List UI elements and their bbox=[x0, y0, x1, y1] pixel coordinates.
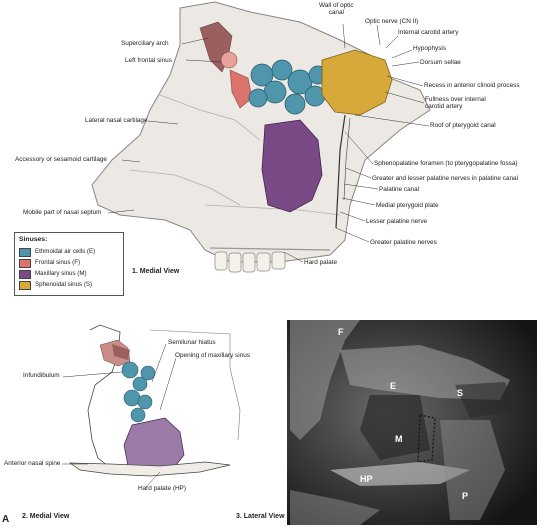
teeth bbox=[214, 251, 286, 273]
label-anterior-nasal-spine: Anterior nasal spine bbox=[4, 460, 61, 467]
label-internal-carotid-artery: Internal carotid artery bbox=[398, 29, 459, 36]
legend-swatch bbox=[19, 270, 31, 279]
panel-letter: A bbox=[2, 514, 10, 525]
leader-lines-view-2 bbox=[62, 343, 177, 489]
label-palatine-canal: Palatine canal bbox=[379, 186, 420, 193]
label-medial-pterygoid-plate: Medial pterygoid plate bbox=[376, 202, 439, 209]
label-dorsum-sellae: Dorsum sellae bbox=[420, 59, 461, 66]
ethmoidal-air-cells-small bbox=[121, 361, 156, 423]
label-accessory-sesamoid-cartilage: Accessory or sesamoid cartilage bbox=[15, 156, 107, 163]
label-superciliary-arch: Superciliary arch bbox=[121, 40, 169, 47]
view-3-title: 3. Lateral View bbox=[236, 513, 285, 520]
sinus-legend: Sinuses: Ethmoidal air cells (E) Frontal… bbox=[14, 232, 124, 296]
label-infundibulum: Infundibulum bbox=[23, 372, 60, 379]
label-optic-nerve: Optic nerve (CN II) bbox=[365, 18, 419, 25]
leader-lines-view-1 bbox=[107, 23, 430, 263]
label-hard-palate: Hard palate bbox=[304, 259, 338, 266]
label-lateral-nasal-cartilage: Lateral nasal cartilage bbox=[85, 117, 148, 124]
xray-label-p: P bbox=[462, 491, 469, 501]
maxillary-sinus bbox=[261, 119, 323, 213]
xray-label-s: S bbox=[457, 388, 464, 398]
label-greater-palatine-nerves: Greater palatine nerves bbox=[370, 239, 437, 246]
xray-label-f: F bbox=[338, 327, 344, 337]
label-semilunar-hiatus: Semilunar hiatus bbox=[168, 339, 216, 346]
legend-swatch bbox=[19, 259, 31, 268]
hard-palate-small bbox=[68, 461, 231, 477]
legend-swatch bbox=[19, 281, 31, 290]
xray-label-e: E bbox=[390, 381, 397, 391]
label-hypophysis: Hypophysis bbox=[413, 45, 447, 52]
label-recess-anterior-clinoid: Recess in anterior clinoid process bbox=[424, 82, 520, 89]
legend-title: Sinuses: bbox=[19, 236, 48, 243]
label-sphenopalatine-foramen: Sphenopalatine foramen (to pterygopalati… bbox=[374, 160, 518, 167]
xray-label-m: M bbox=[395, 434, 403, 444]
label-lesser-palatine-nerve: Lesser palatine nerve bbox=[366, 218, 428, 225]
label-left-frontal-sinus: Left frontal sinus bbox=[125, 57, 172, 64]
label-hard-palate-hp: Hard palate (HP) bbox=[138, 485, 186, 492]
legend-swatch bbox=[19, 248, 31, 257]
label-roof-pterygoid-canal: Roof of pterygoid canal bbox=[430, 122, 496, 129]
face-outline bbox=[87, 324, 121, 467]
view-1-title: 1. Medial View bbox=[132, 268, 180, 275]
xray-label-hp: HP bbox=[360, 474, 373, 484]
label-mobile-nasal-septum: Mobile part of nasal septum bbox=[23, 209, 102, 216]
ethmoidal-air-cells bbox=[248, 59, 328, 115]
sphenoidal-sinus bbox=[321, 49, 393, 116]
label-greater-lesser-palatine: Greater and lesser palatine nerves in pa… bbox=[372, 175, 519, 182]
label-opening-maxillary-sinus: Opening of maxillary sinus bbox=[175, 352, 250, 359]
view-2-title: 2. Medial View bbox=[22, 513, 70, 520]
